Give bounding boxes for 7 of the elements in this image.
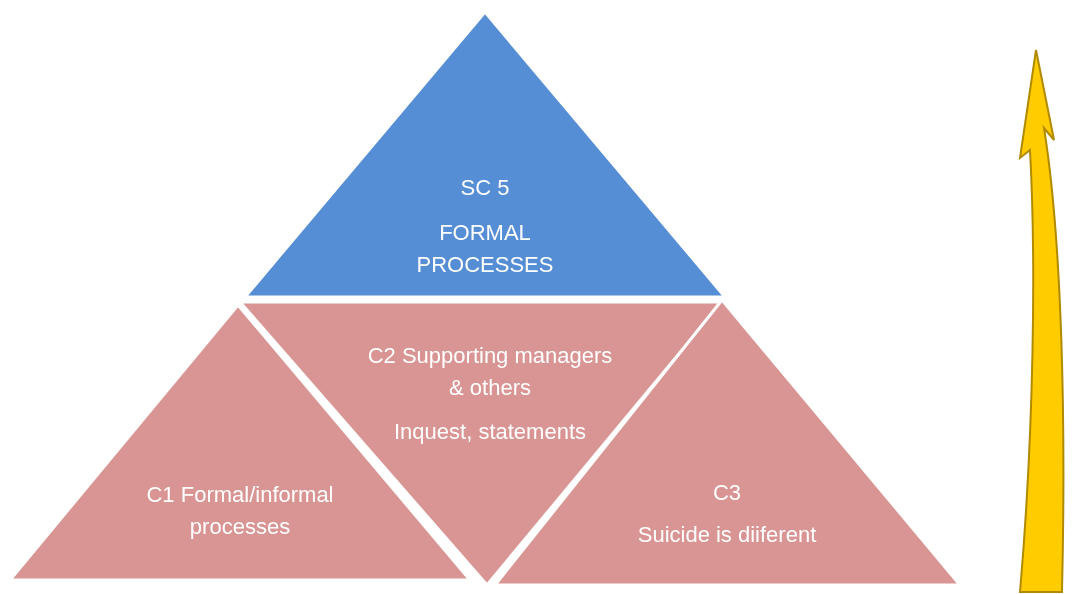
level-text: Suicide is diiferent <box>636 521 818 549</box>
level-heading: SC 5 <box>459 174 511 202</box>
level-text: Inquest, statements <box>393 418 587 446</box>
level-text: FORMAL PROCESSES <box>415 219 555 279</box>
level-heading: C2 Supporting managers & others <box>366 342 614 402</box>
level-heading: C3 <box>711 479 743 507</box>
level-heading: C1 Formal/informal processes <box>145 481 335 541</box>
